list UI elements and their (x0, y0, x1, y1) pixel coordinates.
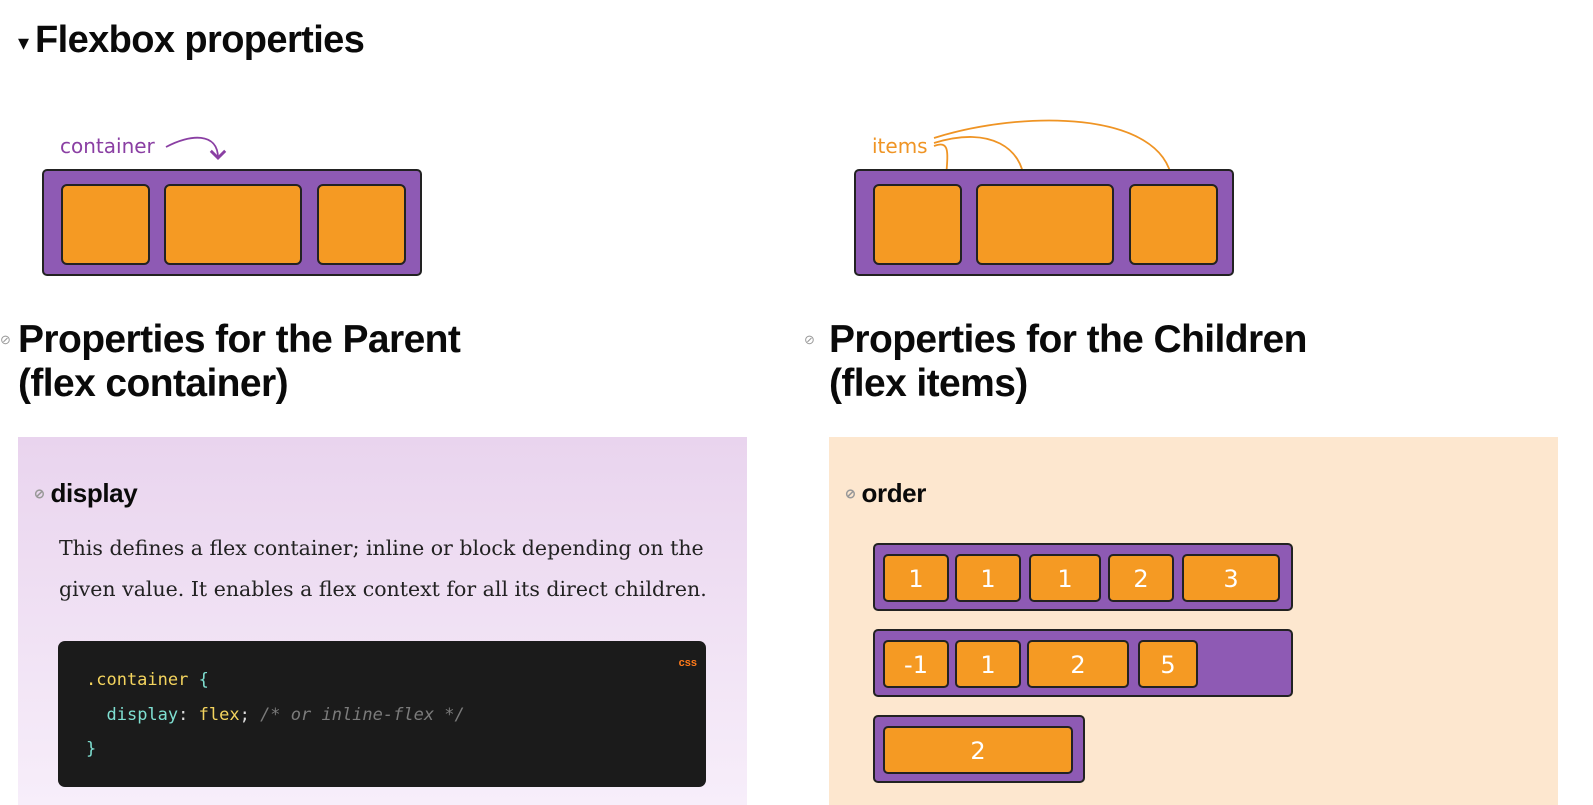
order-item-box (1182, 554, 1280, 602)
parent-heading-line1: Properties for the Parent (18, 318, 461, 361)
order-illustration: 1 1 1 2 3 -1 1 2 5 2 (873, 543, 1293, 783)
children-heading-line2: (flex items) (829, 362, 1028, 405)
description-line: This defines a flex container; inline or… (59, 536, 704, 560)
section-header: ▾ Flexbox properties (18, 14, 365, 66)
order-item-label: 1 (908, 565, 923, 593)
order-item-label: 2 (1070, 651, 1085, 679)
code-value: flex (198, 704, 240, 725)
flex-item-box (1129, 184, 1218, 265)
link-icon[interactable]: ⊘ (804, 332, 815, 347)
link-icon[interactable]: ⊘ (0, 332, 11, 347)
order-item-box (1138, 640, 1198, 688)
order-item-label: -1 (904, 651, 928, 679)
order-item-label: 1 (980, 565, 995, 593)
parent-heading-line2: (flex container) (18, 362, 289, 405)
items-label: items (872, 134, 928, 158)
display-property-header: ⊘ display (34, 478, 138, 509)
display-description: This defines a flex container; inline or… (59, 528, 719, 610)
code-selector: .container (86, 670, 189, 690)
order-item-box (883, 554, 949, 602)
order-item-label: 5 (1160, 651, 1175, 679)
description-line: given value. It enables a flex context f… (59, 577, 707, 601)
order-item-box (883, 726, 1073, 774)
display-property-title: display (50, 478, 138, 508)
order-item-box (1027, 640, 1129, 688)
order-item-box (1029, 554, 1101, 602)
flex-item-box (873, 184, 962, 265)
code-comment: /* or inline-flex */ (249, 704, 465, 725)
items-illustration: items (854, 119, 1234, 276)
order-item-label: 1 (980, 651, 995, 679)
triangle-down-icon[interactable]: ▾ (18, 30, 30, 55)
items-arrow (933, 119, 1180, 183)
order-item-box (955, 640, 1021, 688)
children-heading-line1: Properties for the Children (829, 318, 1307, 361)
code-punctuation: ; (239, 704, 250, 725)
container-label: container (60, 134, 156, 158)
parent-heading: ⊘ Properties for the Parent (flex contai… (0, 318, 461, 406)
code-property: display (106, 704, 179, 725)
code-language-badge: css (678, 657, 697, 669)
link-icon[interactable]: ⊘ (34, 485, 45, 501)
flex-item-box (164, 184, 302, 265)
order-property-header: ⊘ order (845, 478, 926, 509)
container-arrow (165, 136, 227, 161)
order-item-label: 1 (1057, 565, 1072, 593)
order-item-label: 2 (970, 737, 985, 765)
container-illustration: container (42, 134, 422, 276)
flex-item-box (317, 184, 406, 265)
link-icon[interactable]: ⊘ (845, 485, 856, 501)
flex-item-box (61, 184, 150, 265)
order-item-label: 2 (1133, 565, 1148, 593)
order-property-title: order (861, 478, 927, 508)
order-item-box (883, 640, 949, 688)
code-content: .container { display: flex; /* or inline… (86, 663, 465, 767)
order-item-label: 3 (1223, 565, 1238, 593)
code-punctuation: : (178, 704, 199, 725)
code-block: css .container { display: flex; /* or in… (58, 641, 706, 787)
section-title: Flexbox properties (35, 18, 365, 61)
code-brace: { (188, 670, 209, 690)
children-heading: ⊘ Properties for the Children (flex item… (804, 318, 1307, 406)
order-item-box (955, 554, 1021, 602)
order-item-box (1108, 554, 1174, 602)
flex-item-box (976, 184, 1114, 265)
code-brace: } (86, 739, 97, 759)
